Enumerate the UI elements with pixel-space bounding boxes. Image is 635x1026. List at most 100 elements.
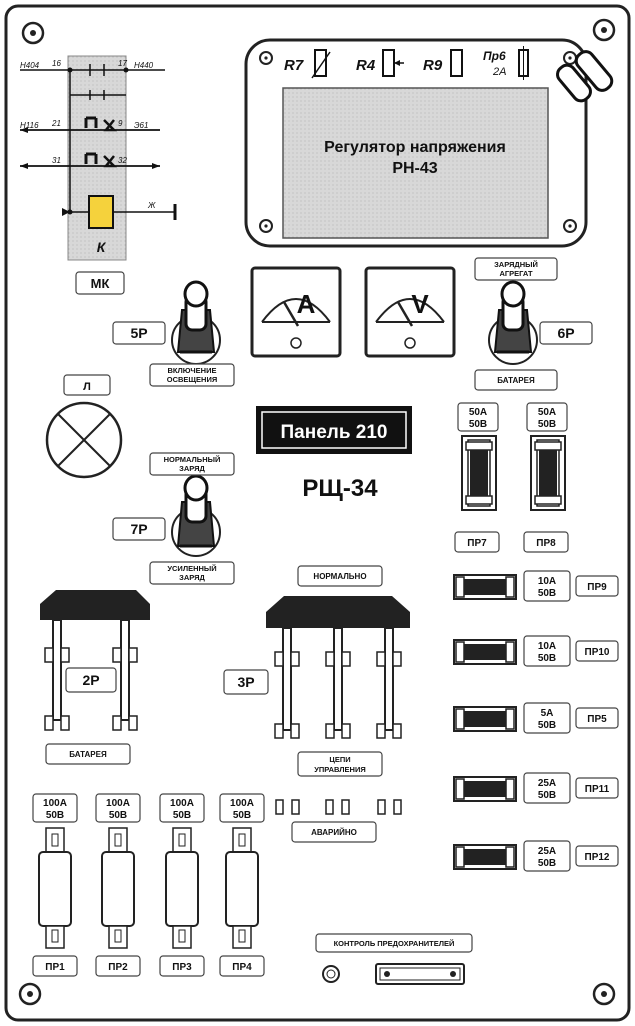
- lamp-label: Л: [83, 381, 91, 393]
- fuse-name: ПР4: [232, 962, 252, 973]
- switch-5p-caption: ВКЛЮЧЕНИЕ: [168, 366, 217, 375]
- test-button[interactable]: [375, 963, 465, 985]
- screw-icon: [592, 18, 616, 42]
- fuse-пр2[interactable]: [101, 827, 135, 949]
- lamp-icon: [45, 401, 123, 479]
- resistor-label: R4: [356, 57, 376, 74]
- fuse-пр10[interactable]: [453, 639, 517, 665]
- fuse-amp: 50А: [469, 407, 487, 418]
- switch-6p-label: 6Р: [557, 325, 574, 341]
- screw-icon: [592, 982, 616, 1006]
- knife-switch-2p-label: 2Р: [82, 672, 99, 688]
- toggle-switch-5p[interactable]: [171, 280, 221, 365]
- ammeter-symbol: A: [297, 289, 316, 319]
- wire-label: Э61: [134, 121, 148, 130]
- regulator-title: Регулятор напряжения: [324, 139, 506, 156]
- fuse-volt: 50В: [538, 588, 556, 599]
- wire-label: Н116: [20, 121, 39, 130]
- fuse-пр1[interactable]: [38, 827, 72, 949]
- knife-switch-3p-caption: НОРМАЛЬНО: [313, 572, 366, 581]
- wire-label: 31: [52, 156, 61, 165]
- fuse-пр12[interactable]: [453, 844, 517, 870]
- resistor-label: R7: [284, 57, 304, 74]
- fuse-amp: 100А: [106, 798, 130, 809]
- switch-5p-label: 5Р: [130, 325, 147, 341]
- circuit-mk: [20, 55, 177, 261]
- fuse-пр4[interactable]: [225, 827, 259, 949]
- screw-icon: [21, 21, 45, 45]
- regulator-block: [244, 38, 614, 248]
- fuse-amp: 25А: [538, 846, 556, 857]
- panel-frame: [4, 4, 631, 1022]
- fuse-control-caption: КОНТРОЛЬ ПРЕДОХРАНИТЕЛЕЙ: [334, 939, 455, 948]
- fuse-пр9[interactable]: [453, 574, 517, 600]
- panel-code: РЩ-34: [302, 475, 378, 502]
- toggle-switch-6p[interactable]: [488, 280, 538, 365]
- knife-switch-3p-label: 3Р: [237, 674, 254, 690]
- ammeter: [250, 266, 342, 358]
- wire-label: Н440: [134, 61, 154, 70]
- toggle-switch-7p[interactable]: [171, 474, 221, 557]
- mk-label: МК: [91, 276, 110, 291]
- knife-switch-3p[interactable]: [266, 596, 410, 739]
- fuse-label: Пр6: [483, 49, 506, 63]
- switch-7p-caption: ЗАРЯД: [179, 464, 205, 473]
- indicator-lamp-icon: [322, 965, 340, 983]
- fuse-volt: 50В: [173, 810, 191, 821]
- fuse-amp: 5А: [541, 708, 554, 719]
- switch-6p-caption: АГРЕГАТ: [499, 269, 532, 278]
- fuse-volt: 50В: [538, 720, 556, 731]
- fuse-rating: 2А: [492, 66, 506, 78]
- fuse-name: ПР2: [108, 962, 128, 973]
- emergency-contacts: [275, 799, 402, 815]
- fuse-volt: 50В: [538, 790, 556, 801]
- emergency-caption: АВАРИЙНО: [311, 828, 357, 837]
- fuse-amp: 100А: [43, 798, 67, 809]
- fuse-name: ПР5: [587, 714, 607, 725]
- fuse-пр11[interactable]: [453, 776, 517, 802]
- switch-7p-label: 7Р: [130, 521, 147, 537]
- switch-5p-caption: ОСВЕЩЕНИЯ: [167, 375, 218, 384]
- fuse-amp: 10А: [538, 576, 556, 587]
- fuse-volt: 50В: [538, 653, 556, 664]
- switch-7p-caption: НОРМАЛЬНЫЙ: [164, 455, 221, 464]
- fuse-name: ПР11: [585, 784, 610, 795]
- fuse-pr8[interactable]: [530, 435, 566, 511]
- screw-icon: [18, 982, 42, 1006]
- wire-label: Н404: [20, 61, 40, 70]
- wire-label: Ж: [147, 201, 156, 210]
- fuse-volt: 50В: [469, 419, 487, 430]
- fuse-name: ПР12: [585, 852, 610, 863]
- fuse-пр3[interactable]: [165, 827, 199, 949]
- knife-switch-2p[interactable]: [40, 590, 150, 731]
- fuse-amp: 50А: [538, 407, 556, 418]
- knife-switch-3p-caption: ЦЕПИ: [329, 755, 350, 764]
- fuse-name: ПР8: [536, 538, 556, 549]
- voltmeter: [364, 266, 456, 358]
- fuse-amp: 25А: [538, 778, 556, 789]
- fuse-amp: 10А: [538, 641, 556, 652]
- switch-6p-caption: ЗАРЯДНЫЙ: [494, 260, 538, 269]
- fuse-volt: 50В: [538, 419, 556, 430]
- fuse-pr7[interactable]: [461, 435, 497, 511]
- fuse-name: ПР9: [587, 582, 607, 593]
- resistor-label: R9: [423, 57, 443, 74]
- wire-label: 17: [118, 59, 127, 68]
- fuse-volt: 50В: [538, 858, 556, 869]
- fuse-volt: 50В: [46, 810, 64, 821]
- switch-7p-caption: УСИЛЕННЫЙ: [167, 564, 216, 573]
- knife-switch-3p-caption: УПРАВЛЕНИЯ: [314, 765, 366, 774]
- fuse-amp: 100А: [170, 798, 194, 809]
- fuse-amp: 100А: [230, 798, 254, 809]
- panel-name: Панель 210: [281, 422, 388, 443]
- fuse-пр5[interactable]: [453, 706, 517, 732]
- switch-7p-caption: ЗАРЯД: [179, 573, 205, 582]
- switch-6p-caption: БАТАРЕЯ: [497, 376, 535, 385]
- fuse-name: ПР3: [172, 962, 192, 973]
- wire-label: 21: [51, 119, 61, 128]
- coil-label: К: [97, 239, 107, 255]
- fuse-volt: 50В: [109, 810, 127, 821]
- wire-label: 9: [118, 119, 123, 128]
- lever-icon: [556, 50, 614, 103]
